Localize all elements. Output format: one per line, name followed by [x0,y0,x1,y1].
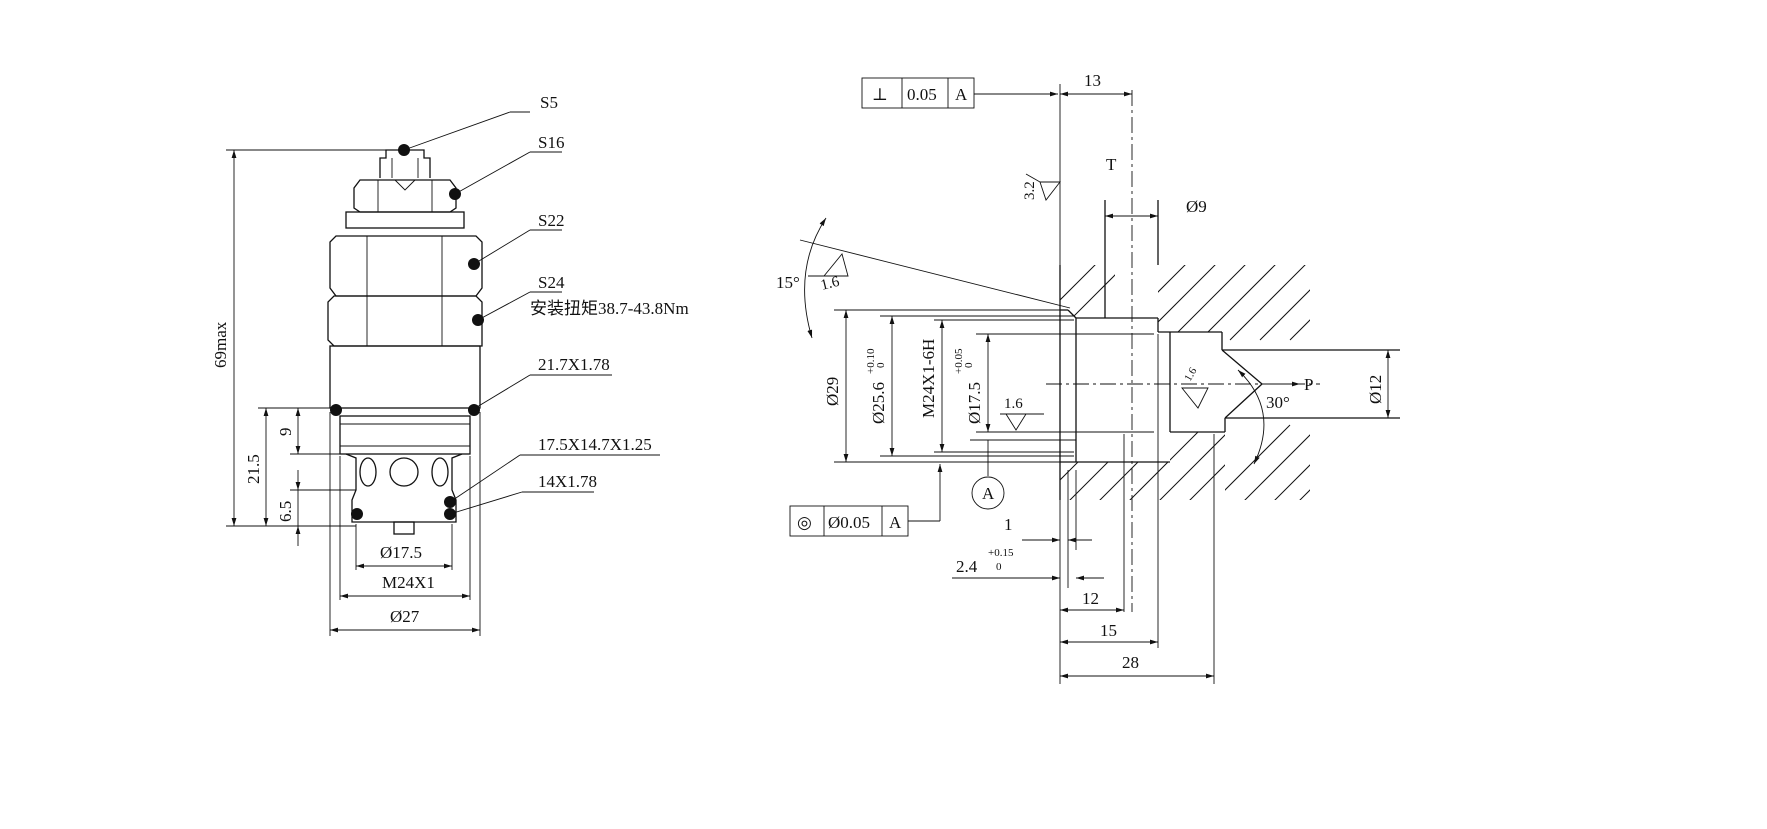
callout-s5: S5 [540,93,558,112]
dim-d27: Ø27 [390,607,420,626]
roughness-1-6-a: 1.6 [819,274,842,294]
dim-overall-height: 69max [211,321,230,368]
callout-oring-21-7: 21.7X1.78 [538,355,610,374]
dim-1: 1 [1004,515,1013,534]
conc-symbol: ◎ [797,513,812,532]
backup-ring-dot [444,496,456,508]
callout-torque: 安装扭矩38.7-43.8Nm [530,299,689,318]
dim-d17-5: Ø17.5 [965,382,984,424]
dim-d9: Ø9 [1186,197,1207,216]
s24-dot [472,314,484,326]
conc-datum: A [889,513,902,532]
perp-datum: A [955,85,968,104]
s22-dot [468,258,480,270]
dim-21-5: 21.5 [244,454,263,484]
oring-upper-left [330,404,342,416]
dim-6-5: 6.5 [276,501,295,522]
dim-d12: Ø12 [1366,375,1385,404]
dim-d17-5: Ø17.5 [380,543,422,562]
roughness-1-6-b: 1.6 [1004,396,1023,412]
roughness-3-2: 3.2 [1022,181,1038,200]
callout-s22: S22 [538,211,564,230]
valve-side-view: S5 S16 S22 S24 安装扭矩38.7-43.8Nm 21.7X1.78… [211,93,689,636]
port-t: T [1106,155,1117,174]
dim-13: 13 [1084,71,1101,90]
callout-s16: S16 [538,133,564,152]
dim-d25-6: Ø25.6 [869,382,888,424]
dim-d25-6-tol-lower: 0 [875,362,887,368]
s5-dot [398,144,410,156]
angle-15: 15° [776,273,800,292]
oring-lower-left [351,508,363,520]
dim-d29: Ø29 [823,377,842,406]
port-p: P [1304,375,1313,394]
conc-value: Ø0.05 [828,513,870,532]
callout-oring-14: 14X1.78 [538,472,597,491]
dim-2-4-tol-upper: +0.15 [988,547,1014,559]
dim-m24x1: M24X1 [382,573,435,592]
dim-d17-5-tol-lower: 0 [963,362,975,368]
callout-backup-ring: 17.5X14.7X1.25 [538,435,652,454]
perp-value: 0.05 [907,85,937,104]
s16-dot [449,188,461,200]
oring-lower-right [444,508,456,520]
dim-2-4: 2.4 [956,557,978,576]
cavity-section-view: 15° 30° T P 3.2 1.6 1.6 1.6 ⊥ 0.05 A ◎ Ø… [776,71,1400,684]
dim-d17-5-tol-upper: +0.05 [953,348,965,374]
datum-a: A [982,484,995,503]
dim-15: 15 [1100,621,1117,640]
perp-symbol: ⊥ [872,85,888,104]
dim-12: 12 [1082,589,1099,608]
roughness-1-6-c: 1.6 [1182,365,1200,383]
dim-9: 9 [276,428,295,437]
dim-thread: M24X1-6H [919,339,938,418]
angle-30: 30° [1266,393,1290,412]
dim-2-4-tol-lower: 0 [996,561,1002,573]
dim-28: 28 [1122,653,1139,672]
oring-upper-right [468,404,480,416]
callout-s24: S24 [538,273,565,292]
dim-d25-6-tol-upper: +0.10 [865,348,877,374]
